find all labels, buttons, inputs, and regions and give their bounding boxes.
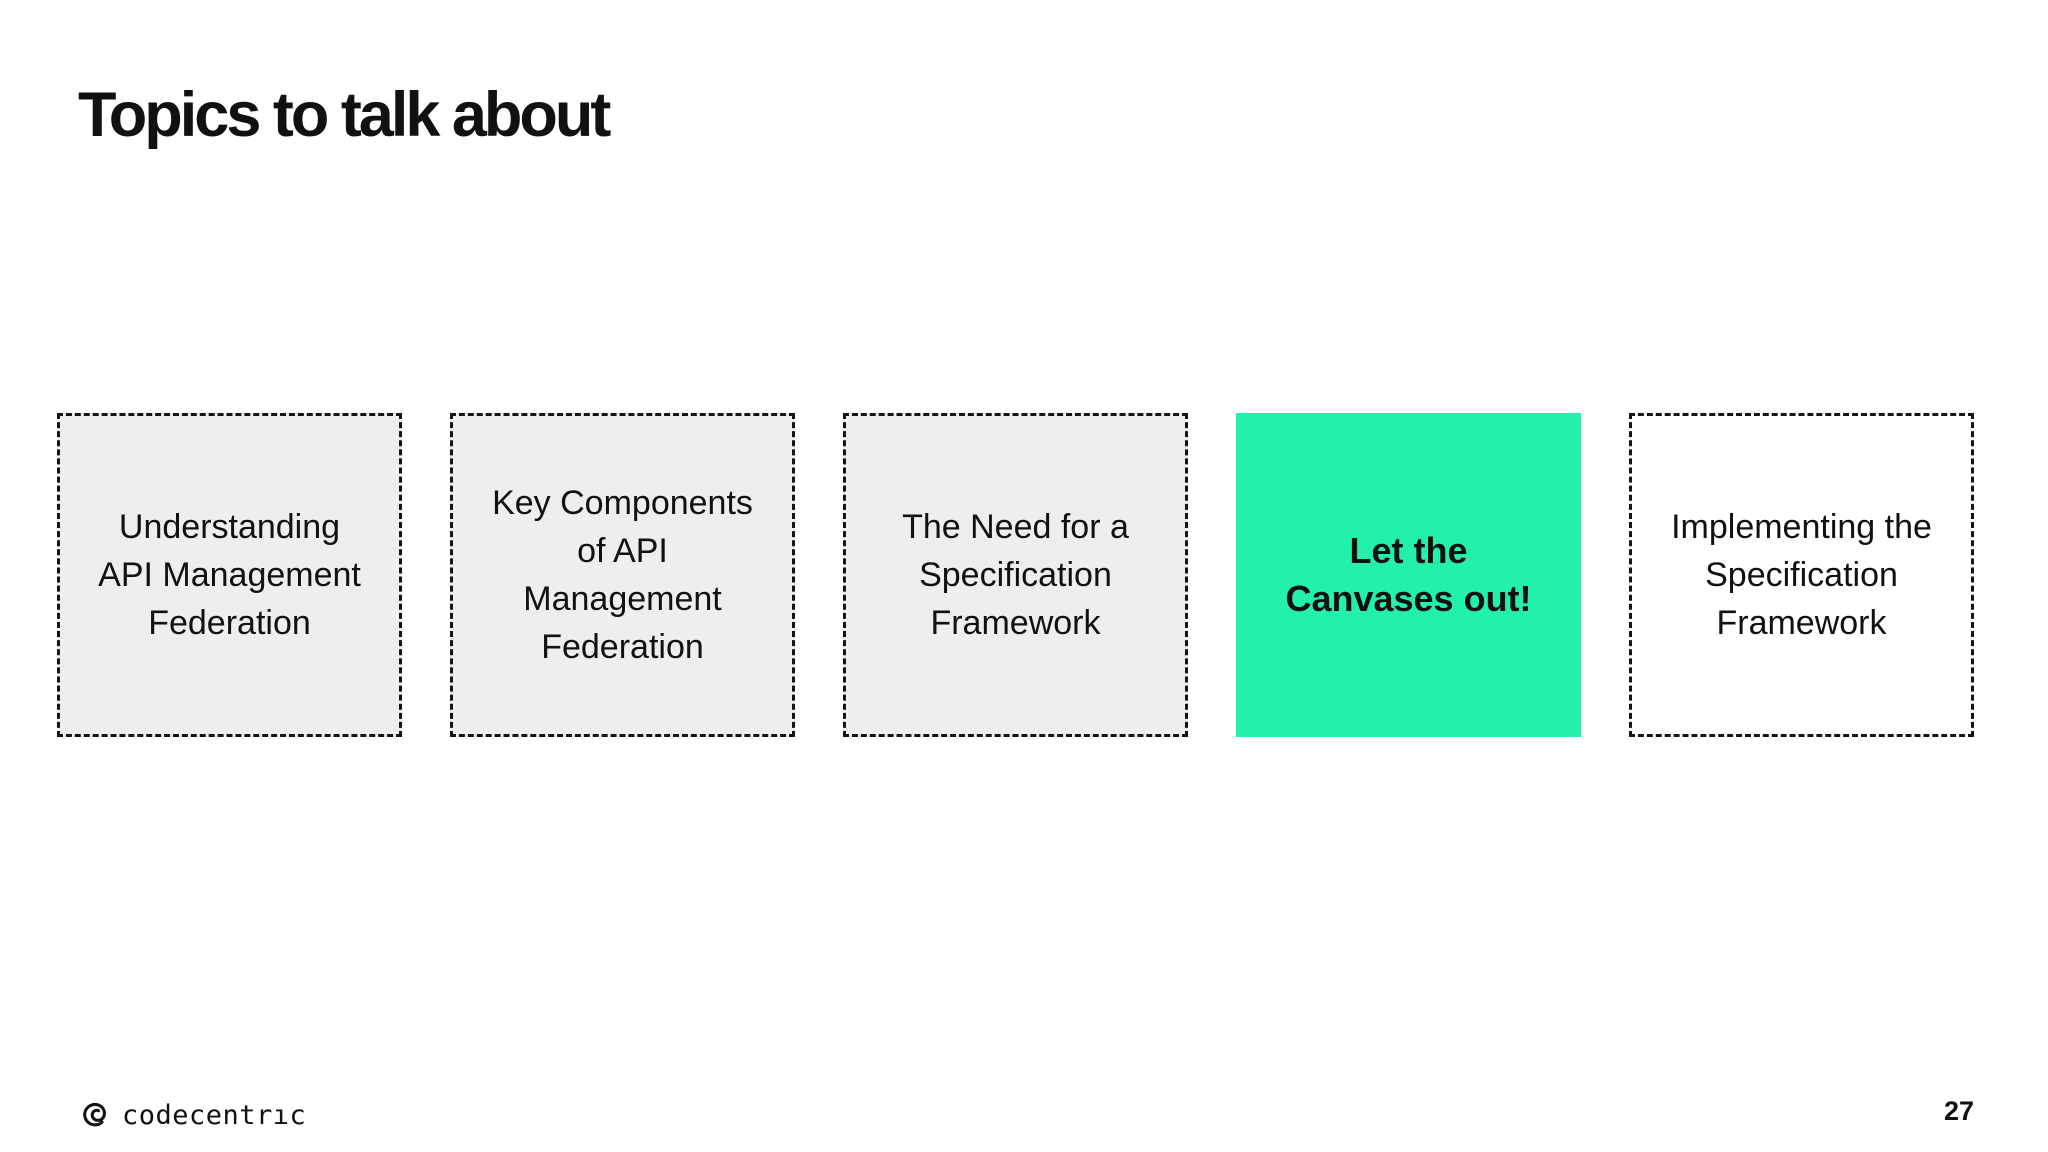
- topic-card-implementing-specification-framework: Implementing the Specification Framework: [1629, 413, 1974, 737]
- topic-label: Let the Canvases out!: [1285, 530, 1532, 619]
- codecentric-swirl-icon: [76, 1097, 112, 1133]
- slide-title: Topics to talk about: [78, 80, 611, 150]
- topic-label: Implementing the Specification Framework: [1671, 508, 1932, 642]
- topic-card-key-components: Key Components of API Management Federat…: [450, 413, 795, 737]
- topics-row: Understanding API Management Federation …: [0, 413, 2048, 737]
- topic-card-let-the-canvases-out-highlighted: Let the Canvases out!: [1236, 413, 1581, 737]
- topic-card-need-for-specification-framework: The Need for a Specification Framework: [843, 413, 1188, 737]
- topic-label: Understanding API Management Federation: [98, 508, 361, 642]
- codecentric-wordmark: codecentrıc: [122, 1099, 307, 1131]
- codecentric-logo: codecentrıc: [76, 1094, 306, 1136]
- topic-card-understanding-api-management-federation: Understanding API Management Federation: [57, 413, 402, 737]
- topic-label: The Need for a Specification Framework: [902, 508, 1129, 642]
- topic-label: Key Components of API Management Federat…: [492, 484, 753, 666]
- page-number: 27: [1943, 1096, 1974, 1126]
